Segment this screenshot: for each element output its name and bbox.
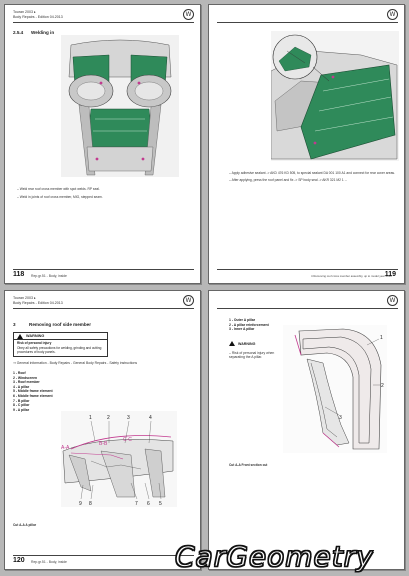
callout-5: 5 [159,501,162,507]
page-header: Touran 2003 ▸ Body Repairs - Edition 04.… [13,10,63,19]
callout-section-a: A-A [61,445,70,451]
callout-section-b: B-B [99,441,108,447]
legend-item: 7 - B pillar [13,398,30,403]
legend-item: 2 - Windscreen [13,375,38,380]
instruction-item: – Apply adhesive sealant -> AKD 476 KD 5… [229,171,395,175]
warning-triangle-icon [229,341,235,346]
callout-2: 2 [381,383,384,389]
instruction-text: After applying, press the roof panel and… [231,178,348,183]
section-number: 2.5.4 [13,30,24,35]
watermark-text: CarGeometry [174,539,374,573]
footer-text: Rep.gr.51 - Body, inside [31,274,67,278]
roof-panel-illustration [271,31,399,161]
footer-rule [217,269,398,270]
header-rule [217,22,398,23]
callout-6: 6 [147,501,150,507]
legend-item: 3 - Roof member [13,380,40,385]
reference-text: General information - Body Repairs - Gen… [16,361,138,365]
instruction-list: – Weld rear roof cross member with spot … [17,187,187,200]
legend-item: 1 - Roof [13,371,26,375]
site-watermark: CarGeometry [174,539,403,574]
page-number: 119 [384,271,396,278]
header-rule [217,308,398,309]
roof-side-member-illustration: 1 2 3 4 5 6 7 8 9 A-A B-B C-C [61,411,177,507]
legend-item: 2 - A pillar reinforcement [229,322,269,327]
header-edition: Body Repairs - Edition 04.2013 [13,14,63,19]
warning-triangle-icon [17,334,23,339]
callout-section-c: C-C [123,437,132,443]
page-number: 120 [13,557,25,564]
vw-logo-icon: W [183,295,194,306]
document-page-118: Touran 2003 ▸ Body Repairs - Edition 04.… [4,4,201,284]
section-title: Removing roof side member [29,322,92,327]
warning-bullet-text: Risk of personal injury when separating … [229,351,275,360]
reference-line: ⇒ General information - Body Repairs - G… [13,361,138,365]
legend-item: 8 - C pillar [13,403,30,408]
callout-2: 2 [107,415,110,421]
callout-1: 1 [380,335,383,341]
header-model: Touran 2003 ▸ [13,296,36,300]
parts-legend: 1 - Outer A pillar 2 - A pillar reinforc… [229,318,269,332]
callout-1: 1 [89,415,92,421]
document-page-120: Touran 2003 ▸ Body Repairs - Edition 04.… [4,290,201,570]
legend-item: 3 - Inner A pillar [229,327,255,332]
header-rule [13,22,194,23]
warning-subtitle: Risk of personal injury [17,341,52,345]
figure-caption: Cut A-A A pillar [13,523,37,527]
callout-4: 4 [149,415,152,421]
footer-rule [13,555,194,556]
vw-logo-icon: W [387,295,398,306]
header-rule [13,308,194,309]
instruction-text: Weld rear roof cross member with spot we… [19,187,100,191]
warning-header: WARNING [14,333,107,340]
header-model: Touran 2003 ▸ [13,10,36,14]
page-number: 118 [13,271,25,278]
warning-bullet: – Risk of personal injury when separatin… [229,351,275,360]
instruction-item: – Weld rear roof cross member with spot … [17,187,100,191]
instruction-item: – After applying, press the roof panel a… [229,178,348,183]
legend-item: 5 - Middle frame element [13,389,53,394]
roof-welding-illustration [61,35,179,177]
callout-8: 8 [89,501,92,507]
vw-logo-icon: W [183,9,194,20]
header-edition: Body Repairs - Edition 04.2013 [13,300,63,305]
callout-7: 7 [135,501,138,507]
section-title: Welding in [31,30,55,35]
callout-3: 3 [127,415,130,421]
footer-rule [13,269,194,270]
instruction-list: – Apply adhesive sealant -> AKD 476 KD 5… [229,171,399,183]
warning-body: Obey all safety precautions for welding,… [17,346,102,354]
figure-caption: Cut A-A Front section cut [229,463,268,467]
legend-item: 1 - Outer A pillar [229,318,256,322]
instruction-text: Apply adhesive sealant -> AKD 476 KD 505… [231,171,395,175]
warning-label: WARNING [238,342,256,346]
page-header: Touran 2003 ▸ Body Repairs - Edition 04.… [13,296,63,305]
warning-note: WARNING [229,339,281,351]
a-pillar-section-illustration: 1 2 3 [283,325,387,453]
section-number: 3 [13,322,16,327]
warning-label: WARNING [26,334,45,339]
legend-item: 9 - A pillar [13,407,30,412]
warning-box: WARNING Risk of personal injury Obey all… [13,332,108,357]
callout-3: 3 [339,415,342,421]
parts-legend: 1 - Roof 2 - Windscreen 3 - Roof member … [13,371,53,412]
callout-9: 9 [79,501,82,507]
document-page-119: W – Apply adhesive sealant -> AKD 476 KD… [208,4,405,284]
instruction-text: Weld in joints of roof cross member, MIG… [19,195,103,200]
legend-item: 6 - Middle frame element [13,393,53,398]
footer-text: 4 Removing roof cross member assembly, u… [311,274,392,278]
vw-logo-icon: W [387,9,398,20]
legend-item: 4 - A pillar [13,384,30,389]
document-page-121: W 1 - Outer A pillar 2 - A pillar reinfo… [208,290,405,570]
footer-text: Rep.gr.51 - Body, inside [31,560,67,564]
instruction-item: – Weld in joints of roof cross member, M… [17,195,103,200]
